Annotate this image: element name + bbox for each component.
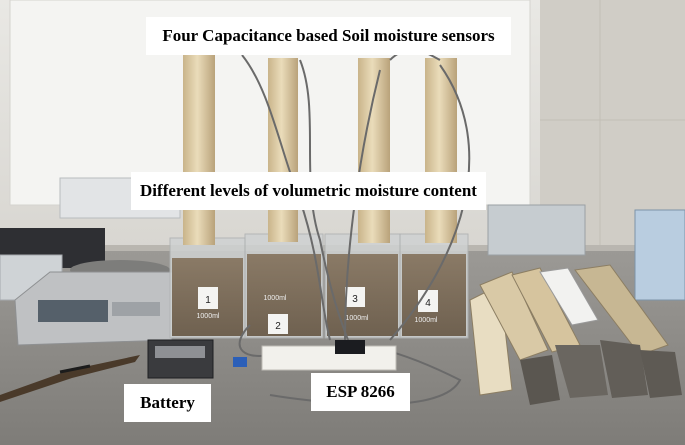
sensor-pipe-1	[183, 55, 215, 245]
label-moisture-levels: Different levels of volumetric moisture …	[131, 172, 486, 210]
beaker-3-volume: 1000ml	[346, 315, 369, 322]
beaker-3-number: 3	[352, 294, 358, 305]
beaker-2-number: 2	[275, 321, 281, 332]
sensor-pipe-4	[425, 58, 457, 243]
box-right	[634, 209, 685, 301]
tool	[0, 355, 140, 402]
beaker-4-volume: 1000ml	[415, 317, 438, 324]
beaker-2	[244, 233, 324, 339]
battery	[147, 339, 214, 379]
module-blue	[233, 357, 247, 367]
label-esp8266: ESP 8266	[311, 373, 410, 411]
probe-bundle	[469, 264, 682, 405]
beaker-4	[399, 233, 469, 339]
breadboard	[261, 345, 397, 371]
label-battery: Battery	[124, 384, 211, 422]
beaker-2-volume: 1000ml	[264, 295, 287, 302]
beaker-3	[324, 233, 401, 339]
sample-rack	[487, 204, 586, 256]
label-moisture-sensors: Four Capacitance based Soil moisture sen…	[146, 17, 511, 55]
beaker-1	[169, 237, 246, 339]
beaker-1-number: 1	[205, 295, 211, 306]
beaker-1-volume: 1000ml	[197, 313, 220, 320]
esp8266-board	[335, 340, 365, 354]
beaker-4-number: 4	[425, 298, 431, 309]
